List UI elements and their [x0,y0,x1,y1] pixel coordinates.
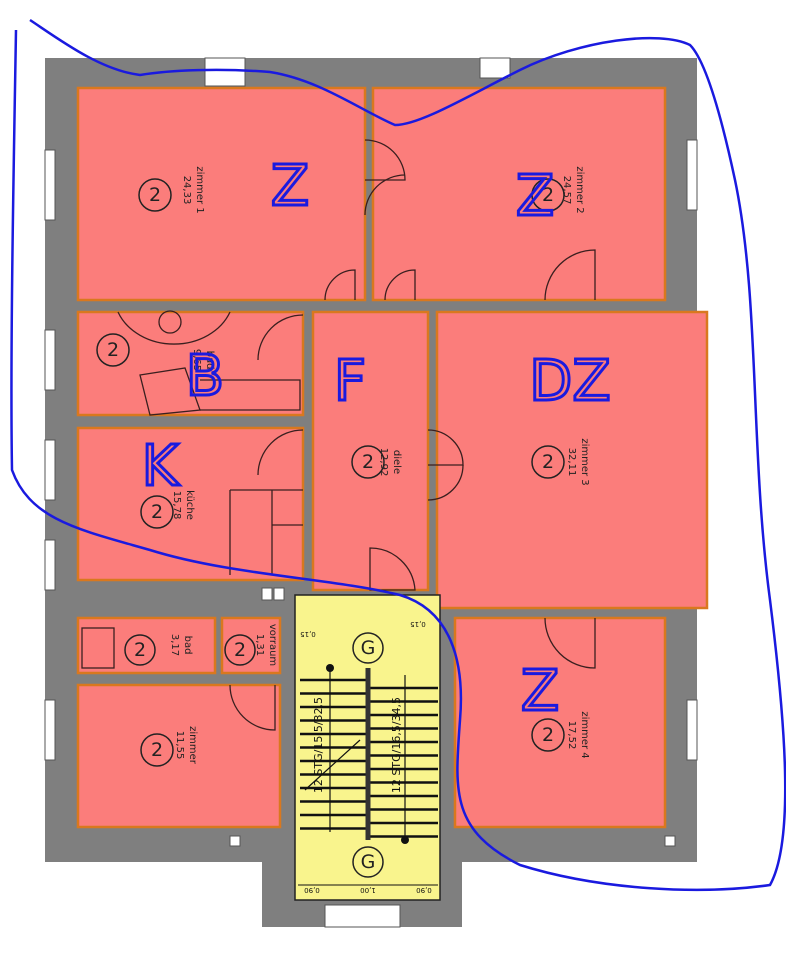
room-area [435,310,709,610]
staircase: G G 12 STG/15,5/32,5 12 STG/16,5/34,5 0,… [294,594,441,901]
room-name: bad [182,636,193,655]
room-bad: 2 bad9,65 [76,310,305,417]
room-marker [531,178,565,212]
room-area-value: 1,31 [254,634,265,656]
flight-left-label: 12 STG/15,5/32,5 [312,697,325,793]
room-name: zimmer 1 [194,166,205,213]
room-kueche: 2 küche15,78 [76,426,305,582]
shafts [229,587,676,847]
room-marker-label: 2 [151,501,163,523]
room-area-value: 12,92 [378,448,389,477]
room-vorraum: 2 vorraum1,31 [220,616,282,675]
room-name: zimmer [187,726,198,765]
dim-bottom-left: 0,90 [304,886,320,894]
room-zimmer-4: 2 zimmer 417,52 [453,616,667,829]
room-label: vorraum1,31 [254,624,278,666]
room-name: zimmer 4 [579,711,590,758]
room-marker [224,634,256,666]
room-area [76,426,305,582]
room-marker-label: 2 [149,184,161,206]
room-zimmer-3: 2 zimmer 332,11 [435,310,709,610]
room-label: zimmer 124,33 [181,166,205,213]
room-area-value: 24,33 [181,176,192,205]
room-area-value: 11,55 [174,731,185,760]
room-name: zimmer 3 [579,438,590,485]
room-marker [531,445,565,479]
room-area-value: 15,78 [171,491,182,520]
room-area [76,683,282,829]
room-marker [96,333,130,367]
room-area-value: 17,52 [566,721,577,750]
room-marker-label: 2 [362,451,374,473]
room-label: bad9,65 [191,349,215,371]
staircase-marker-top [352,632,384,664]
room-name: vorraum [267,624,278,666]
room-marker [138,178,172,212]
handwritten-annotation: K [142,434,180,499]
room-name: küche [184,490,195,520]
flight-right-label: 12 STG/16,5/34,5 [390,697,403,793]
room-label: küche15,78 [171,490,195,520]
room-marker-label: 2 [134,639,146,661]
room-area-value: 32,11 [566,448,577,477]
room-area [453,616,667,829]
room-label: zimmer 224,57 [561,166,585,213]
handwritten-annotation: Z [516,164,554,229]
hand-drawn-outline [10,18,786,892]
room-zimmer-1: 2 zimmer 124,33 [76,86,367,302]
room-marker-label: 2 [151,739,163,761]
room-area [220,616,282,675]
room-name: bad [204,351,215,370]
room-marker-label: 2 [234,639,246,661]
room-zimmer-2: 2 zimmer 224,57 [371,86,667,302]
staircase-marker-bottom-label: G [361,851,376,873]
room-area [371,86,667,302]
room-marker-label: 2 [542,184,554,206]
dim-top: 0,15 [410,620,426,628]
room-marker [124,634,156,666]
room-marker-label: 2 [542,724,554,746]
room-label: bad3,17 [169,634,193,656]
handwritten-annotation: Z [521,659,559,724]
dim-bottom-right: 0,90 [416,886,432,894]
room-marker-label: 2 [542,451,554,473]
staircase-marker-bottom [352,846,384,878]
room-marker [351,445,385,479]
dim-top-left: 0,15 [300,630,316,638]
room-area [76,310,305,417]
staircase-marker-top-label: G [361,637,376,659]
room-area [76,86,367,302]
room-area [311,310,430,592]
room-label: zimmer 417,52 [566,711,590,758]
room-label: zimmer11,55 [174,726,198,765]
dim-bottom-middle: 1,00 [360,886,376,894]
room-label: diele12,92 [378,448,402,477]
door-swings [81,139,596,731]
room-area [76,616,217,675]
room-name: diele [391,450,402,474]
room-marker [140,495,174,529]
handwritten-annotation: B [186,344,224,409]
handwritten-annotation: DZ [529,349,610,414]
room-area-value: 3,17 [169,634,180,656]
room-area-value: 9,65 [191,349,202,371]
room-name: zimmer 2 [574,166,585,213]
room-area-value: 24,57 [561,176,572,205]
handwritten-annotation: Z [271,154,309,219]
room-marker-label: 2 [107,339,119,361]
room-marker [140,733,174,767]
room-label: zimmer 332,11 [566,438,590,485]
room-bad-small: 2 bad3,17 [76,616,217,675]
handwritten-annotation: F [334,349,366,414]
room-zimmer: 2 zimmer11,55 [76,683,282,829]
room-marker [531,718,565,752]
